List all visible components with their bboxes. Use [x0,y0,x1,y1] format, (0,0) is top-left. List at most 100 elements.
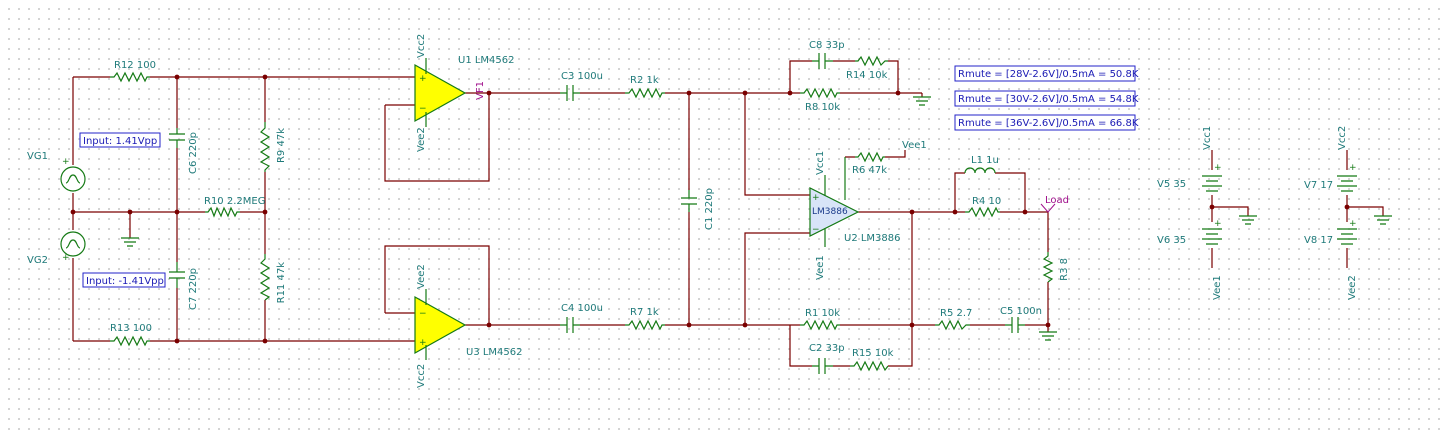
label-r6: R6 47k [852,165,887,176]
label-r15: R15 10k [852,348,894,359]
plus-v8: + [1349,219,1357,229]
net-load-label: Load [1045,195,1069,206]
label-u2: U2 LM3886 [844,233,901,244]
net-vcc1-v5: Vcc1 [1202,126,1213,150]
battery-v8[interactable]: + V8 17 Vee2 [1304,219,1358,300]
capacitor-c3[interactable]: C3 100u [560,71,603,101]
label-r5: R5 2.7 [940,308,972,319]
battery-v5[interactable]: + V5 35 Vcc1 [1157,126,1222,192]
label-c5: C5 100n [1000,306,1042,317]
note-input-positive[interactable]: Input: 1.41Vpp [79,132,161,148]
net-vee2-u1: Vee2 [416,127,427,152]
net-vee1-u2: Vee1 [815,255,826,280]
label-r12: R12 100 [114,60,156,71]
resistor-r7[interactable]: R7 1k [625,307,665,331]
note-input-negative-text: Input: -1.41Vpp [86,276,164,287]
resistor-r10[interactable]: R10 2.2MEG [204,196,265,218]
label-r10: R10 2.2MEG [204,196,265,207]
note-rmute-30-text: Rmute = [30V-2.6V]/0.5mA = 54.8K [958,94,1139,105]
resistor-r14[interactable]: R14 10k [846,55,888,81]
label-c3: C3 100u [561,71,603,82]
label-c1: C1 220p [704,188,715,230]
resistor-r11[interactable]: R11 47k [259,254,287,303]
label-v5: V5 35 [1157,179,1186,190]
ground-icon [1239,215,1257,225]
ground-icon [1039,331,1057,341]
resistor-r2[interactable]: R2 1k [625,75,665,99]
u2-minus: − [812,225,820,235]
plus-v7: + [1349,163,1357,173]
u1-plus: + [419,74,427,84]
net-vcc2-v7: Vcc2 [1337,126,1348,150]
label-l1: L1 1u [971,155,999,166]
label-c8: C8 33p [809,40,845,51]
plus-vg2: + [62,253,70,263]
resistor-r6[interactable]: R6 47k [852,151,887,176]
note-rmute-36[interactable]: Rmute = [36V-2.6V]/0.5mA = 66.8K [954,114,1139,131]
capacitor-c8[interactable]: C8 33p [809,40,845,69]
net-vcc1-u2: Vcc1 [815,151,826,175]
note-rmute-28-text: Rmute = [28V-2.6V]/0.5mA = 50.8K [958,69,1139,80]
label-v8: V8 17 [1304,235,1333,246]
net-vee1-r6: Vee1 [902,140,927,151]
resistor-r5[interactable]: R5 2.7 [935,308,972,331]
label-r9: R9 47k [276,128,287,163]
note-rmute-28[interactable]: Rmute = [28V-2.6V]/0.5mA = 50.8K [954,65,1139,82]
ground-icon [1374,215,1392,225]
voltage-source-vg1[interactable]: + VG1 [27,151,86,192]
note-rmute-30[interactable]: Rmute = [30V-2.6V]/0.5mA = 54.8K [954,90,1139,107]
battery-v7[interactable]: + V7 17 Vcc2 [1304,126,1357,192]
label-vg1: VG1 [27,151,48,162]
capacitor-c2[interactable]: C2 33p [809,343,845,374]
capacitor-c1[interactable]: C1 220p [681,188,715,230]
net-vee1-v6: Vee1 [1212,275,1223,300]
resistor-r4[interactable]: R4 10 [965,196,1001,218]
capacitor-c5[interactable]: C5 100n [1000,306,1042,333]
net-vcc2-u1: Vcc2 [416,34,427,58]
label-r8: R8 10k [805,102,840,113]
op-amp-u3[interactable]: − + U3 LM4562 Vee2 Vcc2 [414,264,523,388]
resistor-r3[interactable]: R3 8 [1042,252,1070,283]
label-u1: U1 LM4562 [458,55,515,66]
label-vg2: VG2 [27,255,48,266]
ground-icon [913,96,931,106]
resistor-r8[interactable]: R8 10k [800,87,840,113]
resistor-r1[interactable]: R1 10k [800,308,840,331]
capacitor-c6[interactable]: C6 220p [169,128,199,174]
resistor-r12[interactable]: R12 100 [110,60,156,83]
label-r13: R13 100 [110,323,152,334]
label-v6: V6 35 [1157,235,1186,246]
label-r3: R3 8 [1059,258,1070,281]
u3-minus: − [419,309,427,319]
ground-icon [121,237,139,247]
label-c6: C6 220p [188,132,199,174]
op-amp-u2[interactable]: LM3886 + − U2 LM3886 Vcc1 Vee1 [809,151,901,280]
note-rmute-36-text: Rmute = [36V-2.6V]/0.5mA = 66.8K [958,118,1139,129]
label-r4: R4 10 [972,196,1001,207]
net-vcc2-u3: Vcc2 [416,364,427,388]
note-input-negative[interactable]: Input: -1.41Vpp [82,272,166,288]
u3-plus: + [419,338,427,348]
label-u3: U3 LM4562 [466,347,523,358]
label-r14: R14 10k [846,70,888,81]
junction-dots [70,74,1350,344]
label-r1: R1 10k [805,308,840,319]
net-vee2-v8: Vee2 [1347,275,1358,300]
label-c7: C7 220p [188,268,199,310]
note-input-positive-text: Input: 1.41Vpp [83,136,157,147]
u2-plus: + [812,193,820,203]
capacitor-c7[interactable]: C7 220p [169,262,199,310]
resistor-r15[interactable]: R15 10k [850,348,894,372]
voltage-source-vg2[interactable]: + VG2 [27,231,86,266]
resistor-r13[interactable]: R13 100 [110,323,152,347]
capacitor-c4[interactable]: C4 100u [560,303,603,333]
battery-v6[interactable]: + V6 35 Vee1 [1157,219,1223,300]
plus-v5: + [1214,163,1222,173]
inductor-l1[interactable]: L1 1u [964,155,999,174]
op-amp-u1[interactable]: + − U1 LM4562 Vcc2 Vee2 VF1 [414,34,515,152]
net-vee2-u3: Vee2 [416,264,427,289]
label-r2: R2 1k [630,75,659,86]
resistor-r9[interactable]: R9 47k [259,122,287,172]
label-r7: R7 1k [630,307,659,318]
